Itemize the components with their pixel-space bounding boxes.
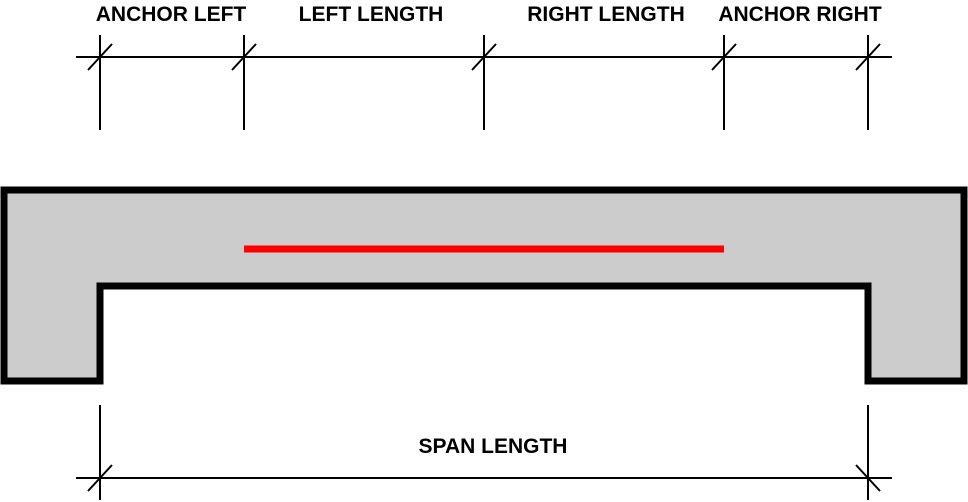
right-length-label: RIGHT LENGTH bbox=[527, 3, 685, 26]
anchor-right-label: ANCHOR RIGHT bbox=[718, 3, 881, 26]
tick-mark bbox=[855, 464, 881, 492]
tick-mark bbox=[471, 43, 497, 71]
span-length-label: SPAN LENGTH bbox=[419, 435, 568, 458]
left-length-label: LEFT LENGTH bbox=[299, 3, 444, 26]
anchor-left-label: ANCHOR LEFT bbox=[96, 3, 247, 26]
top-dimension bbox=[76, 35, 892, 130]
structure-section bbox=[0, 186, 968, 385]
bottom-dimension bbox=[76, 405, 892, 500]
tick-mark bbox=[231, 43, 257, 71]
tick-mark bbox=[711, 43, 737, 71]
tick-mark bbox=[87, 43, 113, 71]
tick-mark bbox=[855, 43, 881, 71]
tick-mark bbox=[87, 464, 113, 492]
